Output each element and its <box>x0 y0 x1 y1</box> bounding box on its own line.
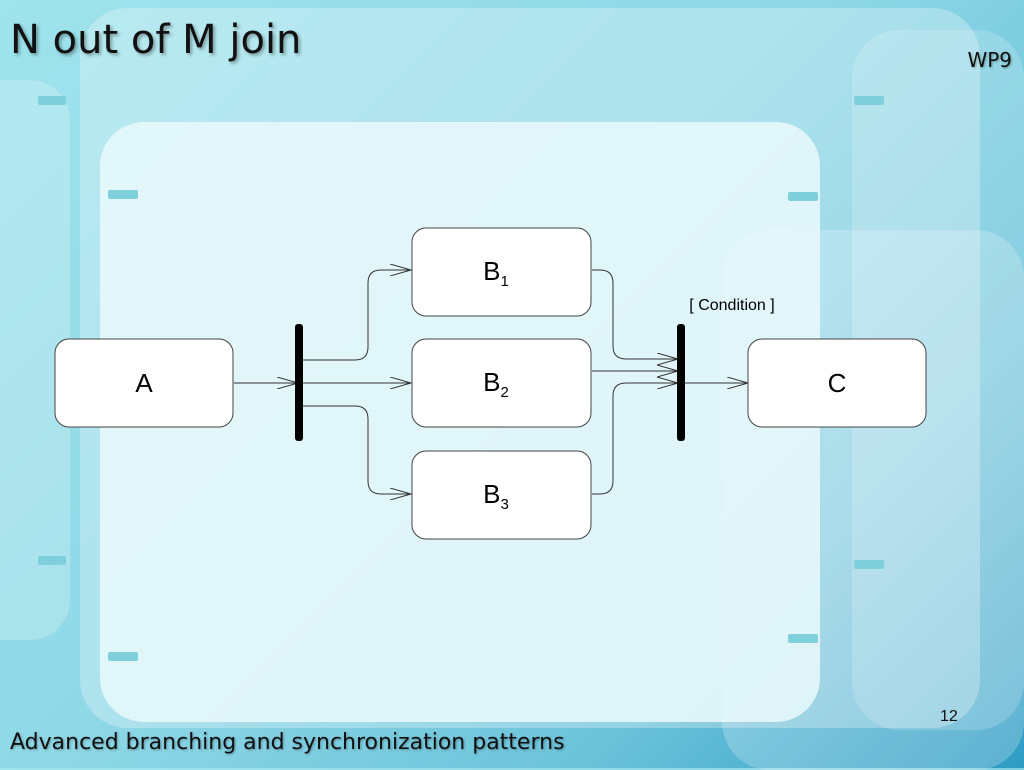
activity-b2: B2 <box>411 338 592 428</box>
edge-b1-to-join <box>592 269 678 359</box>
decor-tick <box>788 192 818 201</box>
decor-tick <box>38 556 66 565</box>
edge-split-to-b3 <box>300 405 411 494</box>
activity-b3-label: B3 <box>483 479 509 513</box>
edge-split-to-b1 <box>300 270 411 361</box>
activity-c: C <box>747 338 927 428</box>
activity-b2-label: B2 <box>483 367 509 401</box>
split-bar <box>295 324 303 441</box>
slide-footer: Advanced branching and synchronization p… <box>10 730 565 755</box>
edge-b3-to-join <box>592 383 678 495</box>
activity-a: A <box>54 338 234 428</box>
activity-b3: B3 <box>411 450 592 540</box>
decor-tick <box>854 560 884 569</box>
decor-tick <box>788 634 818 643</box>
decor-tick <box>108 652 138 661</box>
join-condition-label: [ Condition ] <box>689 297 774 314</box>
activity-b1-label: B1 <box>483 256 509 290</box>
slide-title: N out of M join <box>10 17 302 63</box>
activity-c-label: C <box>828 368 847 398</box>
page-number: 12 <box>940 708 958 725</box>
activity-b1: B1 <box>411 227 592 317</box>
workflow-pattern-tag: WP9 <box>967 48 1012 72</box>
decor-tick <box>38 96 66 105</box>
activity-a-label: A <box>135 368 153 398</box>
decor-tick <box>108 190 138 199</box>
decor-tick <box>854 96 884 105</box>
join-bar <box>677 324 685 441</box>
